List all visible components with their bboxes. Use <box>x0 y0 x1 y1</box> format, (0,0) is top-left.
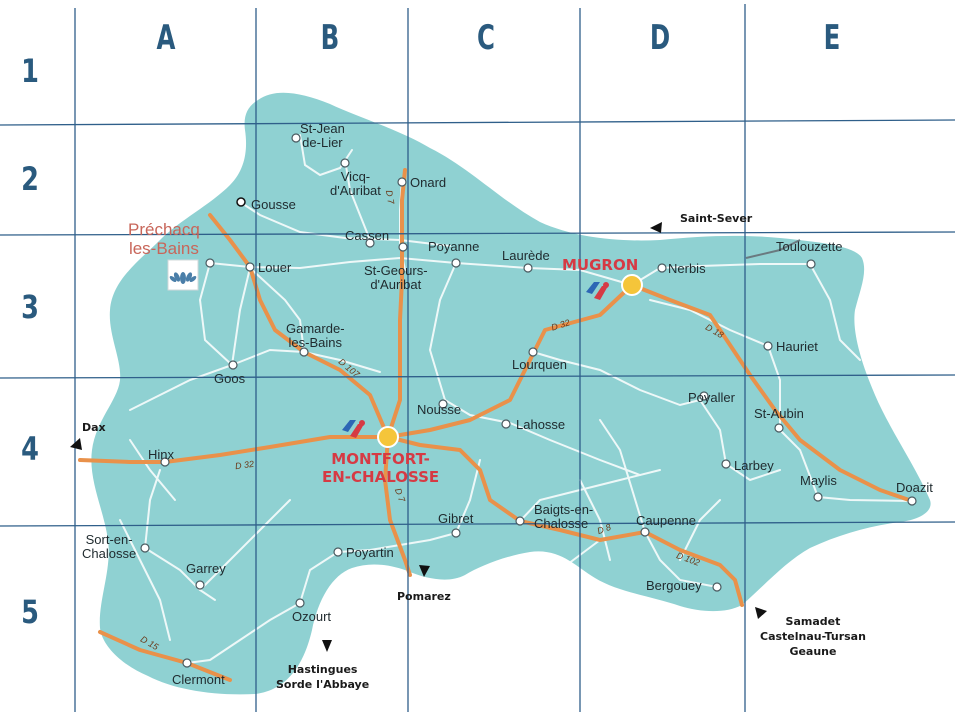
direction-label-samadet: Samadet Castelnau-Tursan Geaune <box>760 615 866 658</box>
town-name-montfort: MONTFORT- EN-CHALOSSE <box>322 450 440 486</box>
town-name: Nerbis <box>668 261 706 276</box>
grid-column-label: C <box>477 18 495 58</box>
town-name: Gousse <box>251 197 296 212</box>
town-dots <box>140 133 917 668</box>
town-name-prechacq: Préchacq les-Bains <box>128 220 200 258</box>
town-name: Caupenne <box>636 513 696 528</box>
town-name: Gamarde- les-Bains <box>286 321 345 350</box>
tourist-office-icon <box>586 282 609 300</box>
town-center-marker-icon <box>621 274 643 296</box>
town-name: Toulouzette <box>776 239 843 254</box>
grid-column-label: A <box>156 18 176 58</box>
grid-row-label: 1 <box>21 52 39 90</box>
town-name: Louer <box>258 260 292 275</box>
town-name: Gibret <box>438 511 474 526</box>
town-name: Lahosse <box>516 417 566 432</box>
direction-label-saint-sever: Saint-Sever <box>680 212 753 225</box>
town-name: Goos <box>214 371 246 386</box>
town-name: Vicq- d'Auribat <box>330 169 381 198</box>
town-name: St-Aubin <box>754 406 804 421</box>
railway-line <box>745 239 801 259</box>
town-name: St-Jean de-Lier <box>300 121 345 150</box>
town-name: Lourquen <box>512 357 567 372</box>
town-name: Hauriet <box>776 339 818 354</box>
town-name: Baigts-en- Chalosse <box>534 502 594 531</box>
town-name: Sort-en- Chalosse <box>82 532 137 561</box>
town-name: Clermont <box>172 672 225 687</box>
direction-label-pomarez: Pomarez <box>397 590 451 603</box>
town-name: Poyanne <box>428 239 480 254</box>
town-name: Garrey <box>186 561 226 576</box>
town-center-marker-icon <box>377 426 399 448</box>
town-name: Bergouey <box>646 578 702 593</box>
town-name: Nousse <box>417 402 462 417</box>
grid-column-label: D <box>649 18 671 58</box>
direction-arrow-icon <box>70 222 767 652</box>
grid-row-label: 2 <box>21 160 39 198</box>
direction-label-dax: Dax <box>82 421 106 434</box>
grid-row-label: 5 <box>21 593 39 631</box>
minor-roads <box>119 134 913 664</box>
town-name: St-Geours- d'Auribat <box>364 263 428 292</box>
main-roads <box>78 168 914 682</box>
town-name: Doazit <box>896 480 933 495</box>
town-name: Maylis <box>800 473 837 488</box>
tourist-office-icon <box>342 420 365 438</box>
town-name: Hinx <box>148 447 175 462</box>
town-name: Laurède <box>502 248 550 263</box>
town-name: Poyartin <box>346 545 394 560</box>
grid-column-label: E <box>823 18 841 58</box>
road-number: D 7 <box>383 189 397 205</box>
grid-row-label: 4 <box>21 430 39 468</box>
grid-row-label: 3 <box>21 288 39 326</box>
direction-label-hastingues: Hastingues Sorde l'Abbaye <box>276 663 370 691</box>
spa-logo-icon <box>167 259 199 291</box>
town-name: Onard <box>410 175 447 190</box>
grid-lines <box>0 4 956 712</box>
town-name: Poyaller <box>688 390 735 405</box>
grid-column-label: B <box>320 18 340 58</box>
town-name-mugron: MUGRON <box>562 256 639 274</box>
town-name: Cassen <box>345 228 390 243</box>
town-name: Ozourt <box>292 609 332 624</box>
town-name: Larbey <box>734 458 774 473</box>
